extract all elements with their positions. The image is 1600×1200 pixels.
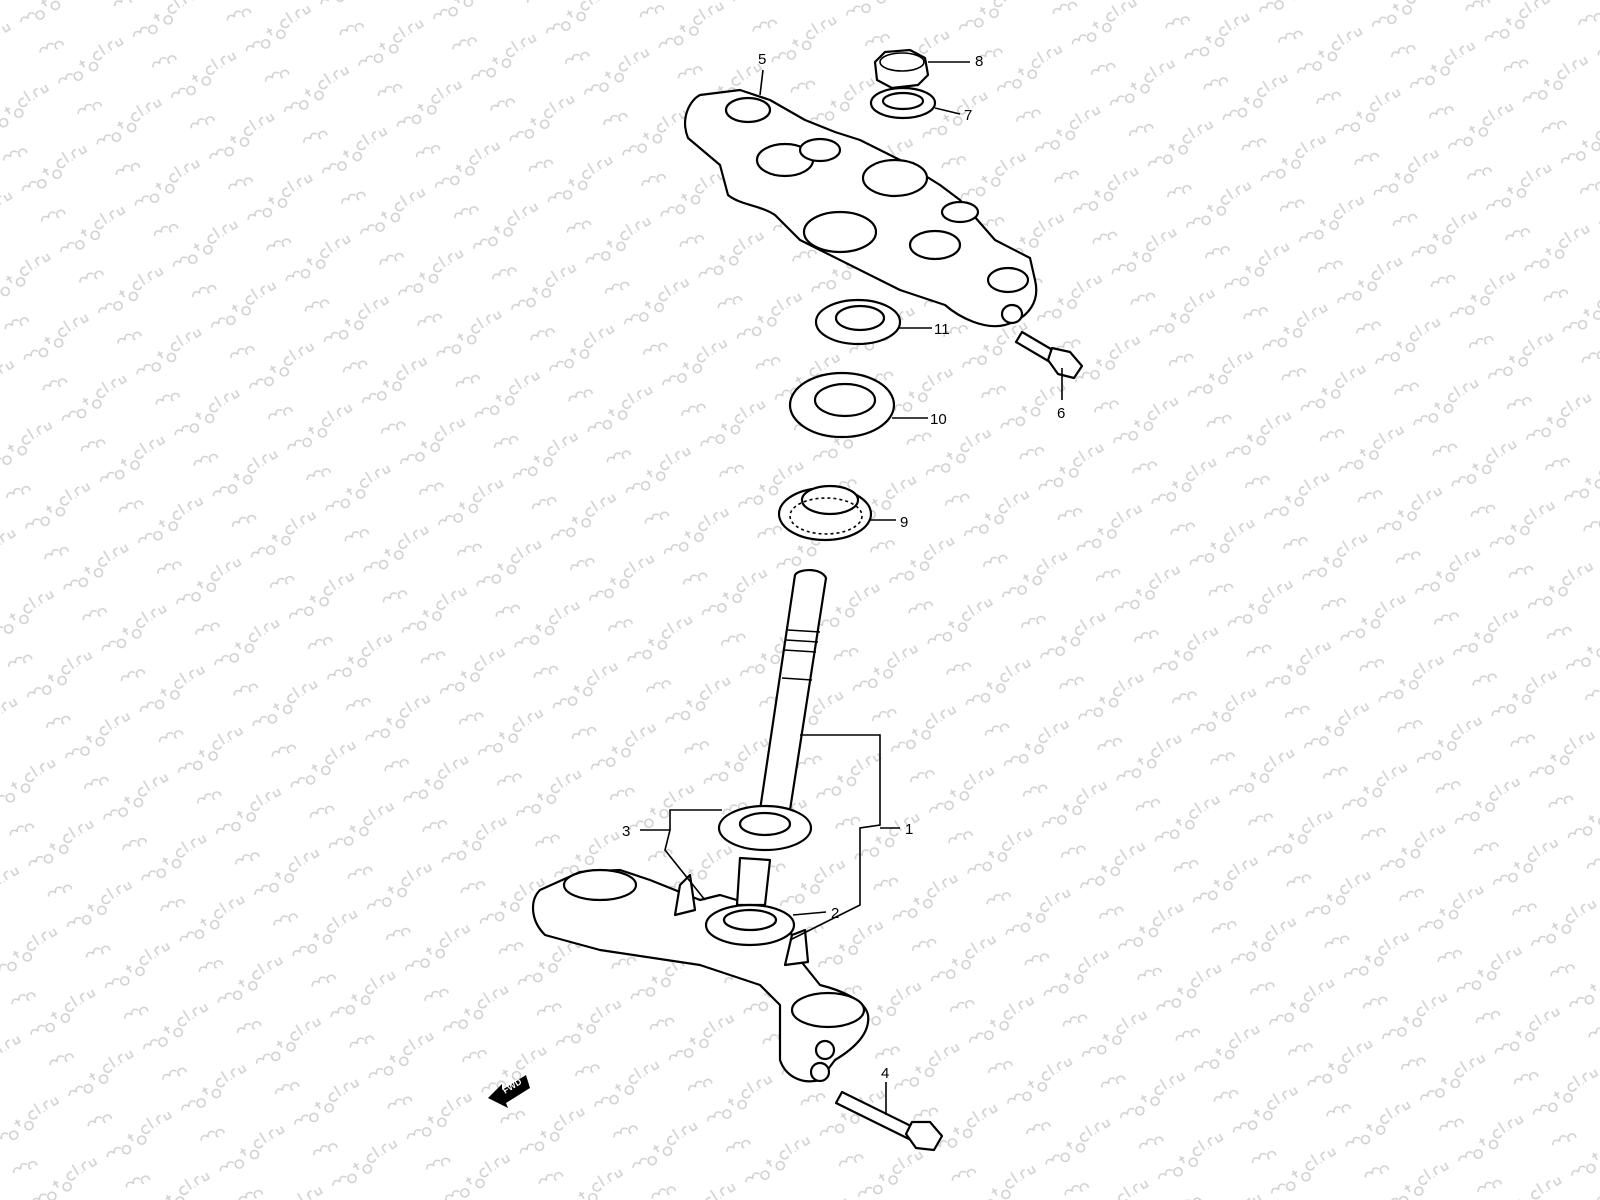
lower-dust-seal <box>717 804 813 852</box>
callout-1: 1 <box>905 821 913 838</box>
leader-lines <box>640 61 1063 1115</box>
callout-11: 11 <box>934 321 950 338</box>
bolt-upper <box>1014 330 1084 380</box>
callout-4: 4 <box>881 1065 889 1082</box>
dust-seal <box>788 371 896 439</box>
callout-5: 5 <box>758 51 766 68</box>
callout-9: 9 <box>900 514 908 531</box>
callout-6: 6 <box>1057 405 1065 422</box>
cap-nut <box>873 48 930 90</box>
callout-10: 10 <box>930 411 947 428</box>
bolt-lower <box>834 1090 944 1152</box>
washer <box>869 86 937 120</box>
upper-bracket <box>683 88 1038 328</box>
steering-stem-nut <box>814 298 902 346</box>
callout-labels: 5 8 7 11 6 10 9 1 3 2 4 <box>622 51 1065 1082</box>
upper-bearing <box>777 484 873 542</box>
callout-2: 2 <box>831 905 839 922</box>
callout-7: 7 <box>964 107 972 124</box>
steering-stem-lower-bracket <box>532 569 870 1083</box>
lower-bearing <box>704 903 796 947</box>
callout-3: 3 <box>622 823 630 840</box>
callout-8: 8 <box>975 53 983 70</box>
